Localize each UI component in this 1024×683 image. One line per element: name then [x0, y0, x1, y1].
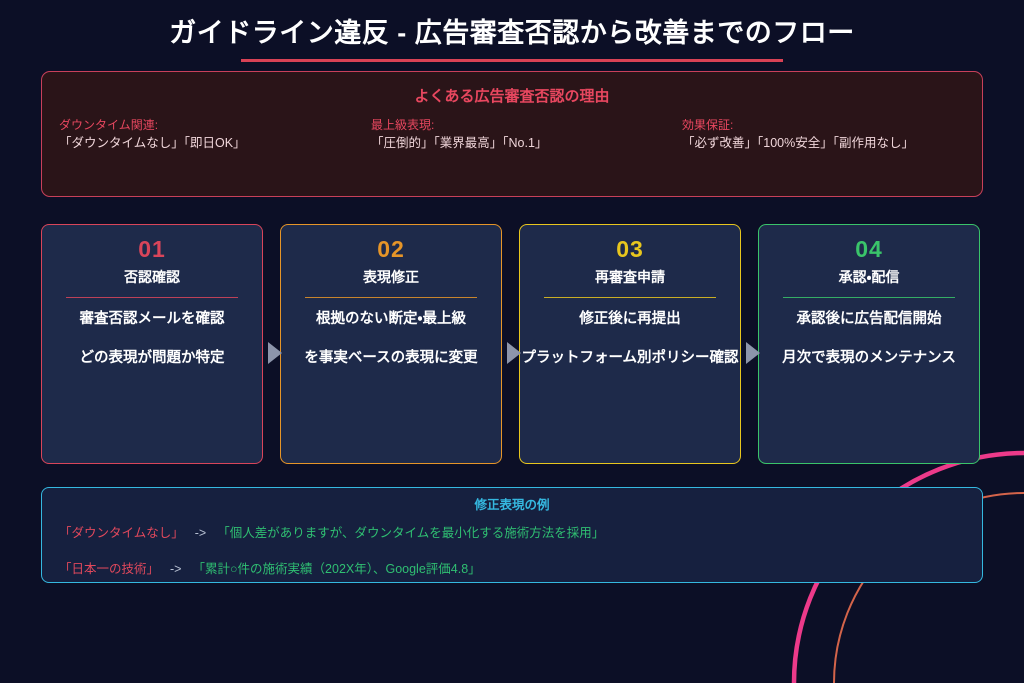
fix-arrow-icon: ->	[194, 526, 207, 540]
warning-column-examples: 「圧倒的」「業界最高」「No.1」	[371, 136, 548, 150]
fix-arrow-icon: ->	[170, 562, 182, 576]
flow-card-title: 再審査申請	[595, 269, 665, 285]
fix-row: 「ダウンタイムなし」 -> 「個人差がありますが、ダウンタイムを最小化する施術方法を…	[42, 524, 982, 542]
flow-card-line: 月次で表現のメンテナンス	[782, 350, 956, 366]
warning-column-examples: 「必ず改善」「100%安全」「副作用なし」	[682, 136, 914, 150]
warning-columns: ダウンタイム関連: 「ダウンタイムなし」「即日OK」 最上級表現: 「圧倒的」「…	[42, 117, 982, 167]
fix-before-text: 「日本一の技術」	[59, 562, 160, 576]
flow-card-title: 承認・配信	[838, 269, 900, 285]
fix-after-text: 「個人差がありますが、ダウンタイムを最小化する施術方法を採用」	[217, 526, 605, 540]
warning-column-downtime: ダウンタイム関連: 「ダウンタイムなし」「即日OK」	[59, 117, 246, 153]
flow-card-divider	[783, 297, 955, 298]
warning-column-guarantee: 効果保証: 「必ず改善」「100%安全」「副作用なし」	[682, 117, 914, 153]
warning-column-label: 最上級表現:	[371, 118, 435, 132]
flow-card-lines: 審査否認メールを確認 どの表現が問題か特定	[42, 309, 262, 369]
flow-card-line: 修正後に再提出	[579, 311, 681, 327]
page-title-text: ガイドライン違反 - 広告審査否認から改善までのフロー	[169, 18, 855, 48]
warning-column-label: ダウンタイム関連:	[59, 118, 159, 132]
fix-panel-heading: 修正表現の例	[474, 498, 550, 512]
flow-card-number: 03	[616, 236, 644, 262]
flow-card-line: 根拠のない断定・最上級	[316, 311, 466, 327]
flow-card-number: 04	[855, 236, 883, 262]
flow-card-divider	[305, 297, 477, 298]
page-title: ガイドライン違反 - 広告審査否認から改善までのフロー	[0, 16, 1024, 62]
flow-card-divider	[544, 297, 716, 298]
flow-card-line: 承認後に広告配信開始	[796, 311, 942, 327]
flow-card-title: 表現修正	[363, 269, 419, 285]
warning-panel-heading: よくある広告審査否認の理由	[414, 88, 610, 105]
flow-card-04: 04 承認・配信 承認後に広告配信開始 月次で表現のメンテナンス	[758, 224, 980, 464]
flow-card-line: どの表現が問題か特定	[79, 350, 225, 366]
fix-rows: 「ダウンタイムなし」 -> 「個人差がありますが、ダウンタイムを最小化する施術方法を…	[42, 524, 982, 578]
flow-card-02: 02 表現修正 根拠のない断定・最上級 を事実ベースの表現に変更	[280, 224, 502, 464]
fix-row: 「日本一の技術」 -> 「累計○件の施術実績（202X年）、Google評価4.8」	[42, 560, 982, 578]
flow-card-01: 01 否認確認 審査否認メールを確認 どの表現が問題か特定	[41, 224, 263, 464]
flow-card-title: 否認確認	[124, 269, 180, 285]
flow-card-number: 01	[138, 236, 166, 262]
flow-card-number: 02	[377, 236, 405, 262]
flow-steps-row: 01 否認確認 審査否認メールを確認 どの表現が問題か特定 02 表現修正 根拠…	[0, 224, 1024, 467]
title-underline	[241, 59, 783, 62]
flow-card-divider	[66, 297, 238, 298]
flow-card-lines: 承認後に広告配信開始 月次で表現のメンテナンス	[759, 309, 979, 369]
flow-card-03: 03 再審査申請 修正後に再提出 プラットフォーム別ポリシー確認	[519, 224, 741, 464]
fix-examples-panel: 修正表現の例 「ダウンタイムなし」 -> 「個人差がありますが、ダウンタイムを最小化…	[41, 487, 983, 583]
flow-card-line: を事実ベースの表現に変更	[304, 350, 478, 366]
fix-after-text: 「累計○件の施術実績（202X年）、Google評価4.8」	[192, 562, 481, 576]
flow-card-line: プラットフォーム別ポリシー確認	[521, 350, 739, 366]
flow-card-lines: 根拠のない断定・最上級 を事実ベースの表現に変更	[281, 309, 501, 369]
warning-column-superlative: 最上級表現: 「圧倒的」「業界最高」「No.1」	[371, 117, 547, 153]
flow-card-line: 審査否認メールを確認	[79, 311, 225, 327]
fix-before-text: 「ダウンタイムなし」	[59, 526, 184, 540]
warning-column-label: 効果保証:	[682, 118, 734, 132]
common-rejection-reasons-panel: よくある広告審査否認の理由 ダウンタイム関連: 「ダウンタイムなし」「即日OK」…	[41, 71, 983, 197]
warning-column-examples: 「ダウンタイムなし」「即日OK」	[59, 136, 246, 150]
flow-card-lines: 修正後に再提出 プラットフォーム別ポリシー確認	[520, 309, 740, 369]
